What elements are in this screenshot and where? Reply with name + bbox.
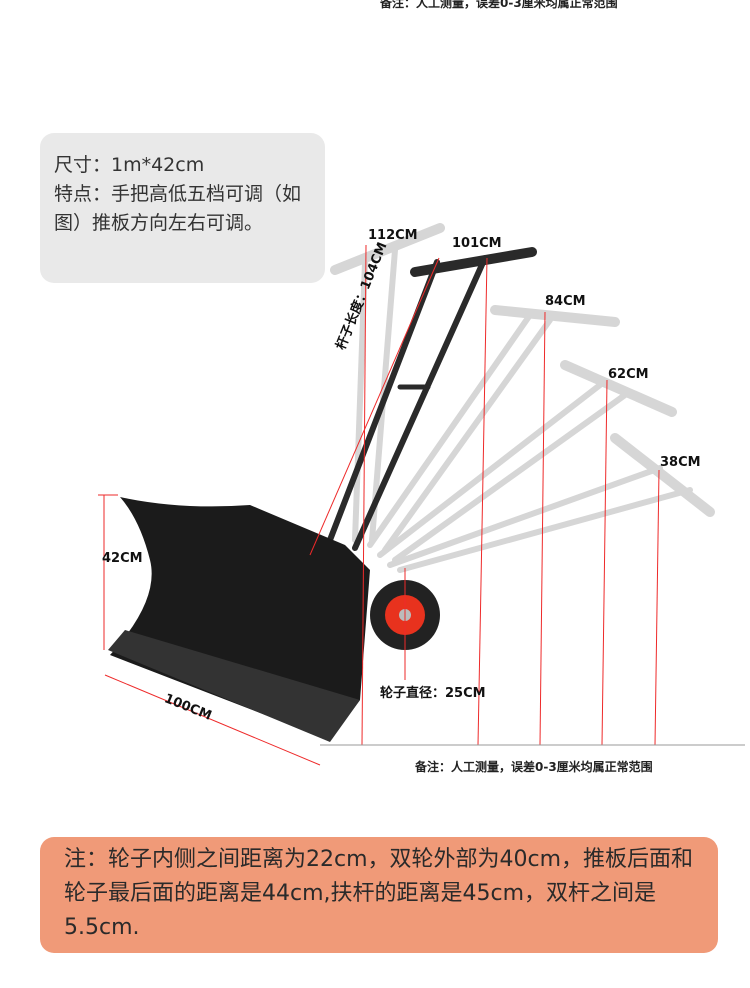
measure-lines — [98, 244, 660, 766]
spec-feature: 特点：手把高低五档可调（如图）推板方向左右可调。 — [54, 183, 302, 234]
label-wheel-diameter: 轮子直径：25CM — [380, 686, 486, 701]
label-101cm: 101CM — [452, 236, 502, 251]
label-84cm: 84CM — [545, 294, 586, 309]
spec-box: 尺寸：1m*42cm 特点：手把高低五档可调（如图）推板方向左右可调。 — [40, 133, 325, 283]
bottom-measurement-note: 备注：人工测量，误差0-3厘米均属正常范围 — [415, 760, 653, 774]
main-handle — [327, 247, 537, 551]
shovel-blade — [110, 497, 370, 740]
label-112cm: 112CM — [368, 228, 418, 243]
info-note-text: 注：轮子内侧之间距离为22cm，双轮外部为40cm，推板后面和轮子最后面的距离是… — [64, 847, 694, 940]
label-38cm: 38CM — [660, 455, 701, 470]
label-62cm: 62CM — [608, 367, 649, 382]
ghost-handles — [330, 223, 715, 573]
top-measurement-note: 备注：人工测量，误差0-3厘米均属正常范围 — [380, 0, 618, 10]
spec-size: 尺寸：1m*42cm — [54, 154, 205, 176]
label-blade-height: 42CM — [102, 551, 143, 566]
blade-edge — [108, 630, 360, 742]
info-note-box: 注：轮子内侧之间距离为22cm，双轮外部为40cm，推板后面和轮子最后面的距离是… — [40, 837, 718, 953]
